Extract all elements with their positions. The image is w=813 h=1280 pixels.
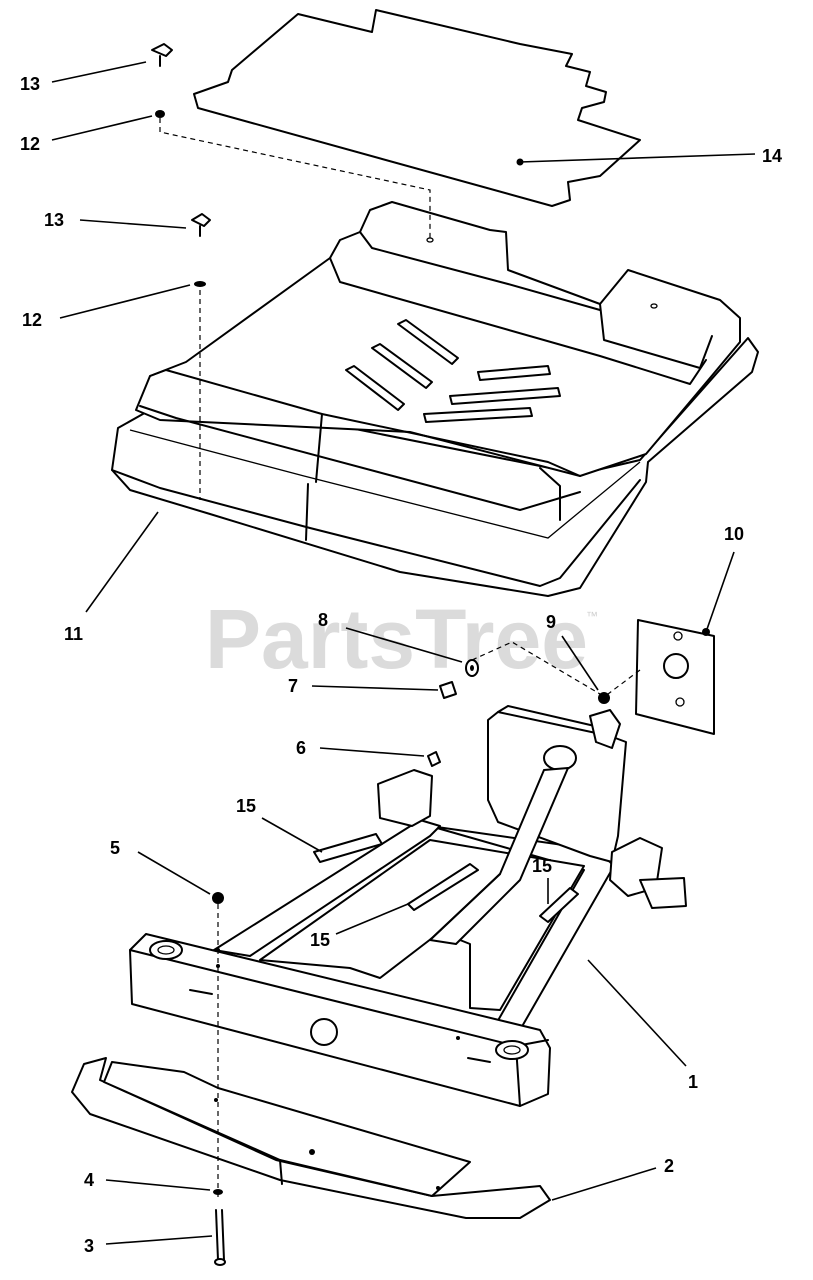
part-14-cover-sheet — [193, 9, 641, 207]
callout-15: 15 — [532, 856, 552, 876]
callout-5: 5 — [110, 838, 120, 858]
callout-13: 13 — [20, 74, 40, 94]
callout-15: 15 — [236, 796, 256, 816]
part-13-bolt-lower — [191, 213, 211, 237]
part-11-seat-pan — [111, 201, 759, 597]
leader-lines — [51, 61, 756, 1245]
callout-labels: 13 12 14 13 12 11 10 8 9 7 6 15 5 15 15 … — [20, 74, 782, 1256]
callout-10: 10 — [724, 524, 744, 544]
callout-15: 15 — [310, 930, 330, 950]
callout-11: 11 — [64, 624, 83, 644]
callout-14: 14 — [762, 146, 782, 166]
part-6-clip — [427, 751, 441, 767]
part-13-bolt-upper — [151, 43, 173, 67]
part-15-decal-center — [407, 863, 479, 911]
callout-13: 13 — [44, 210, 64, 230]
part-15-decal-right — [539, 887, 579, 923]
callout-9: 9 — [546, 612, 556, 632]
part-7-bolt — [439, 681, 457, 699]
callout-8: 8 — [318, 610, 328, 630]
part-8-washer — [465, 659, 479, 677]
callout-3: 3 — [84, 1236, 94, 1256]
part-9-nut — [598, 692, 610, 704]
part-5-nut — [212, 892, 224, 904]
part-10-gasket-plate — [635, 619, 715, 735]
seat-pan-slots — [345, 319, 561, 423]
part-3-bolt — [214, 1209, 226, 1266]
watermark-trademark: ™ — [586, 609, 598, 623]
alignment-lines — [159, 118, 641, 1200]
callout-12: 12 — [22, 310, 42, 330]
part-1-frame — [129, 705, 687, 1107]
callout-2: 2 — [664, 1156, 674, 1176]
watermark-text: PartsTree — [205, 592, 588, 686]
callout-4: 4 — [84, 1170, 94, 1190]
callout-12: 12 — [20, 134, 40, 154]
callout-6: 6 — [296, 738, 306, 758]
part-12-nut-upper — [155, 110, 165, 118]
part-12-nut-lower — [194, 281, 206, 287]
part-15-decal-left — [313, 833, 383, 863]
part-2-bumper — [71, 1057, 551, 1219]
callout-7: 7 — [288, 676, 298, 696]
callout-1: 1 — [688, 1072, 698, 1092]
